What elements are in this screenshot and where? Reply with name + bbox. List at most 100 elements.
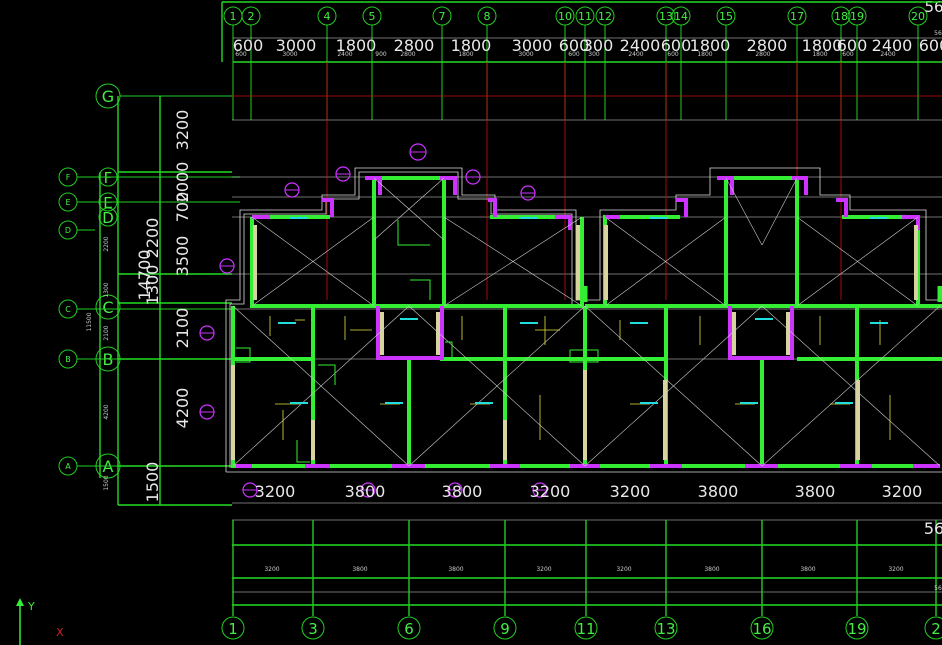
- svg-text:D: D: [65, 226, 71, 235]
- axis-bubble-top[interactable]: 4: [317, 6, 337, 26]
- axis-bubble-bottom[interactable]: 6: [397, 616, 421, 640]
- svg-text:3000: 3000: [282, 51, 297, 58]
- axis-bubble-bottom[interactable]: 9: [493, 616, 517, 640]
- axis-bubble-bottom[interactable]: 13: [654, 616, 678, 640]
- svg-text:1500: 1500: [103, 475, 110, 490]
- left-dimensions-big: 3200 2000 700 3500 2200 1300 14700 2100 …: [135, 110, 192, 503]
- svg-text:14: 14: [674, 10, 688, 23]
- svg-text:1300: 1300: [143, 265, 162, 306]
- svg-text:3800: 3800: [352, 566, 367, 573]
- svg-text:56: 56: [934, 585, 942, 592]
- svg-text:7: 7: [439, 10, 446, 23]
- svg-text:12: 12: [598, 10, 612, 23]
- axis-bubble-top[interactable]: 8: [477, 6, 497, 26]
- svg-text:E: E: [65, 198, 70, 207]
- right-partial-labels: 56 56 56: [924, 30, 942, 592]
- axis-bubble-row[interactable]: D: [98, 207, 118, 227]
- ucs-icon: Y X: [16, 598, 64, 645]
- axis-bubble-row-small[interactable]: E: [58, 192, 78, 212]
- bottom-dimensions-big: 3200 3800 3800 3200 3200 3800 3800 3200: [255, 482, 923, 501]
- axis-bubble-row-small[interactable]: F: [58, 167, 78, 187]
- axis-bubble-top[interactable]: 7: [432, 6, 452, 26]
- svg-text:600: 600: [235, 51, 247, 58]
- bottom-dim-rails: [232, 519, 942, 606]
- axis-bubble-row-small[interactable]: B: [58, 349, 78, 369]
- svg-text:900: 900: [375, 51, 387, 58]
- svg-text:D: D: [102, 209, 114, 227]
- bottom-axis-stems: [232, 520, 937, 616]
- svg-text:8: 8: [484, 10, 491, 23]
- svg-text:2400: 2400: [872, 36, 913, 55]
- axis-bubble-top[interactable]: 12: [595, 6, 615, 26]
- bottom-dimensions-small: 3200 3800 3800 3200 3200 3800 3800 3200: [264, 566, 903, 573]
- rebar-text-marks: [278, 217, 888, 404]
- left-dim-rails: [99, 96, 232, 506]
- svg-text:6: 6: [404, 620, 414, 638]
- svg-text:1500: 1500: [143, 462, 162, 503]
- svg-text:F: F: [66, 173, 71, 182]
- svg-text:600: 600: [842, 51, 854, 58]
- svg-text:4200: 4200: [173, 388, 192, 429]
- svg-text:C: C: [65, 305, 71, 314]
- svg-text:13: 13: [656, 620, 675, 638]
- svg-text:3200: 3200: [616, 566, 631, 573]
- axis-bubble-top[interactable]: 19: [847, 6, 867, 26]
- axis-bubble-row-small[interactable]: A: [58, 456, 78, 476]
- annotation-brackets: [236, 220, 942, 463]
- axis-bubble-top[interactable]: 10: [555, 6, 575, 26]
- svg-text:2400: 2400: [880, 51, 895, 58]
- axis-bubble-bottom[interactable]: 2: [924, 616, 942, 640]
- svg-text:1800: 1800: [690, 36, 731, 55]
- floor-plan: [199, 143, 942, 498]
- svg-text:19: 19: [850, 10, 864, 23]
- svg-text:E: E: [103, 194, 112, 212]
- axis-bubble-top[interactable]: 15: [716, 6, 736, 26]
- svg-text:600: 600: [667, 51, 679, 58]
- axis-bubble-top[interactable]: 5: [362, 6, 382, 26]
- svg-text:2400: 2400: [337, 51, 352, 58]
- axis-bubble-row-small[interactable]: C: [58, 299, 78, 319]
- svg-text:3500: 3500: [173, 236, 192, 277]
- svg-text:56: 56: [934, 30, 942, 37]
- svg-text:14700: 14700: [135, 250, 154, 301]
- axis-bubble-top[interactable]: 18: [831, 6, 851, 26]
- axis-bubble-top[interactable]: 2: [241, 6, 261, 26]
- top-dimensions-small: 600 3000 2400 900 2800 1800 3000 600 300…: [235, 51, 896, 58]
- svg-text:600: 600: [559, 36, 590, 55]
- svg-text:2: 2: [931, 620, 941, 638]
- svg-text:17: 17: [790, 10, 804, 23]
- purple-wall-segments: [236, 176, 940, 468]
- svg-text:18: 18: [834, 10, 848, 23]
- svg-text:1800: 1800: [458, 51, 473, 58]
- svg-text:4200: 4200: [103, 404, 110, 419]
- svg-text:3200: 3200: [536, 566, 551, 573]
- svg-text:11500: 11500: [86, 312, 93, 331]
- svg-text:20: 20: [911, 10, 925, 23]
- left-row-axes-small: F E D C B A: [58, 167, 78, 476]
- axis-bubble-top[interactable]: 17: [787, 6, 807, 26]
- axis-bubble-row[interactable]: C: [95, 294, 121, 320]
- axis-bubble-bottom[interactable]: 3: [301, 616, 325, 640]
- svg-text:3200: 3200: [255, 482, 296, 501]
- rebar-markers: [269, 316, 891, 440]
- svg-text:3200: 3200: [530, 482, 571, 501]
- axis-bubble-bottom[interactable]: 19: [845, 616, 869, 640]
- axis-bubble-top[interactable]: 14: [671, 6, 691, 26]
- svg-text:3000: 3000: [276, 36, 317, 55]
- axis-bubble-row-small[interactable]: D: [58, 220, 78, 240]
- svg-text:3800: 3800: [704, 566, 719, 573]
- svg-text:11: 11: [576, 620, 595, 638]
- axis-bubble-bottom[interactable]: 16: [750, 616, 774, 640]
- axis-bubble-bottom[interactable]: 11: [574, 616, 598, 640]
- axis-bubble-top[interactable]: 56: [924, 0, 942, 16]
- axis-bubble-top[interactable]: 11: [575, 6, 595, 26]
- beige-wall-segments: [231, 225, 918, 460]
- axis-bubble-top[interactable]: 1: [223, 6, 243, 26]
- svg-text:1: 1: [230, 10, 237, 23]
- ucs-x-label: X: [56, 626, 64, 639]
- axis-bubble-row[interactable]: G: [95, 83, 121, 109]
- axis-bubble-bottom[interactable]: 1: [221, 616, 245, 640]
- svg-text:2800: 2800: [394, 36, 435, 55]
- svg-text:3800: 3800: [698, 482, 739, 501]
